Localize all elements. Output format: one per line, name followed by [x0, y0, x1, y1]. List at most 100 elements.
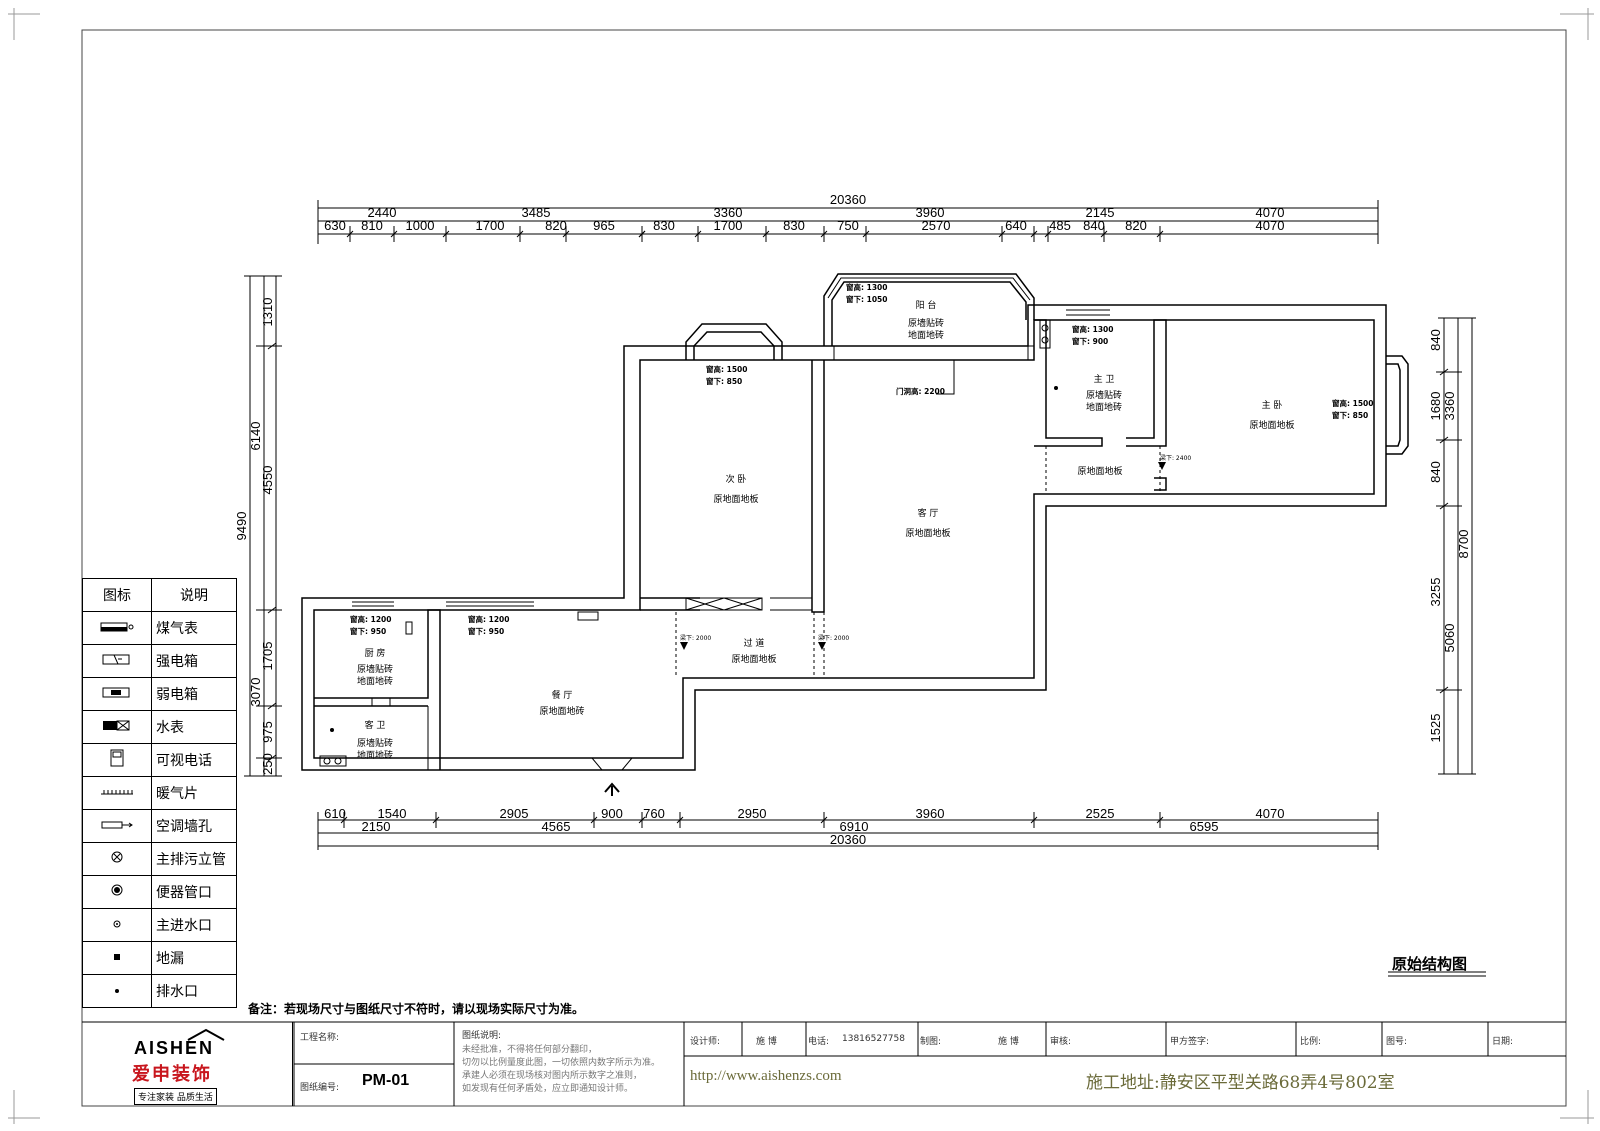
- dim-bottom-mid: 6910: [840, 819, 869, 834]
- designer: 施 博: [756, 1037, 777, 1047]
- dim-tick: [267, 754, 277, 762]
- legend-label: 强电箱: [151, 644, 237, 678]
- logo-roof-icon: [187, 1028, 225, 1041]
- room-labels: 阳 台 原墙贴砖 地面地砖 次 卧 原地面地板 客 厅 原地面地板 主 卫 原墙…: [357, 299, 1295, 761]
- window-sill: 窗下: 950: [468, 626, 504, 636]
- dim-top-fine: 965: [593, 218, 615, 233]
- room-name: 厨 房: [365, 647, 386, 659]
- beam-note: 梁下: 2000: [818, 634, 849, 642]
- drawing-notes-line: 承建人必须在现场核对图内所示数字之准则，: [462, 1071, 643, 1081]
- dim-tick: [267, 342, 277, 350]
- kitchen-fixture: [405, 621, 413, 635]
- dim-tick: [1439, 368, 1449, 376]
- designer-label: 设计师:: [690, 1037, 721, 1047]
- drawing-no: PM-01: [362, 1072, 410, 1089]
- drawing-notes-line: 切勿以比例量度此图，一切依照内数字所示为准。: [462, 1058, 661, 1068]
- dim-tick: [516, 230, 524, 238]
- legend-label: 排水口: [151, 974, 237, 1008]
- dim-tick: [820, 230, 828, 238]
- dim-top-fine: 840: [1083, 218, 1105, 233]
- bedroom-bay-outer: [685, 323, 783, 360]
- titleblock-grid: [82, 1021, 1566, 1106]
- room-name: 阳 台: [916, 299, 937, 311]
- dimension-texts: 20360 2440 3485 3360 3960 2145 4070 630 …: [324, 192, 1284, 847]
- sheet-border: [81, 29, 1567, 1107]
- room-wall: 原墙贴砖: [908, 317, 944, 329]
- dim-tick: [590, 816, 598, 824]
- dim-top-mid: 2145: [1086, 205, 1115, 220]
- dim-top-fine: 630: [324, 218, 346, 233]
- room-name: 客 卫: [365, 719, 386, 731]
- wall-bedroom-living: [811, 360, 825, 613]
- legend-label: 主排污立管: [151, 842, 237, 876]
- dim-tick: [1156, 230, 1164, 238]
- brand-name-en: AISHEN: [134, 1038, 215, 1058]
- guest-bath-fixture: [319, 755, 347, 767]
- toilet-pipe-icon: [82, 875, 152, 909]
- window-sill: 窗下: 1050: [846, 294, 887, 304]
- fixtures: [319, 319, 1051, 767]
- main-sewage-pipe-icon: [82, 842, 152, 876]
- site-address: 施工地址:静安区平型关路68弄4号802室: [1086, 1073, 1395, 1093]
- dim-tick: [1439, 686, 1449, 694]
- weak-electric-box-icon: [82, 677, 152, 711]
- dim-top-fine: 485: [1049, 218, 1071, 233]
- dim-bottom-fine: 760: [643, 806, 665, 821]
- dim-bottom-mid: 2150: [362, 819, 391, 834]
- window-sill: 窗下: 900: [1072, 336, 1108, 346]
- dining-window: [446, 597, 534, 607]
- legend-label: 可视电话: [151, 743, 237, 777]
- room-name: 主 卧: [1262, 399, 1283, 411]
- dim-bottom-fine: 4070: [1256, 806, 1285, 821]
- reviewer-label: 审核:: [1050, 1037, 1072, 1047]
- dim-tick: [267, 606, 277, 614]
- dim-top-fine: 820: [1125, 218, 1147, 233]
- phone: 13816527758: [842, 1034, 905, 1044]
- room-name: 客 厅: [918, 507, 939, 519]
- drafter-label: 制图:: [920, 1037, 942, 1047]
- dim-left-total: 9490: [234, 512, 249, 541]
- legend-header-symbol: 图标: [82, 578, 152, 612]
- dim-right-mid: 5060: [1442, 624, 1457, 653]
- legend-label: 弱电箱: [151, 677, 237, 711]
- dim-tick: [694, 230, 702, 238]
- dim-left-fine: 250: [260, 753, 275, 775]
- legend-label: 主进水口: [151, 908, 237, 942]
- sheet-no-label: 图号:: [1386, 1037, 1408, 1047]
- dim-top-mid: 3960: [916, 205, 945, 220]
- entry-door: [588, 757, 636, 771]
- window-height: 窗高: 1300: [846, 282, 887, 292]
- dim-tick: [346, 230, 354, 238]
- phone-label: 电话:: [808, 1037, 830, 1047]
- dim-top-mid: 4070: [1256, 205, 1285, 220]
- gas-meter-icon: [82, 611, 152, 645]
- dim-top-fine: 2570: [922, 218, 951, 233]
- dim-left-fine: 1705: [260, 642, 275, 671]
- dim-tick: [1156, 816, 1164, 824]
- main-water-inlet-icon: [82, 908, 152, 942]
- sheet-title-underline: [1388, 971, 1486, 977]
- dim-tick: [390, 230, 398, 238]
- dim-tick: [638, 816, 646, 824]
- dim-top-fine: 4070: [1256, 218, 1285, 233]
- room-name: 过 道: [744, 637, 765, 649]
- legend-table: 图标 说明 煤气表 强电箱 弱电箱 水表 可视电话 暖气片 空调墙孔 主排污立管…: [82, 578, 237, 1008]
- window-sill: 窗下: 850: [1332, 410, 1368, 420]
- outer-wall-outline: [301, 304, 1387, 771]
- legend-header-desc: 说明: [151, 578, 237, 612]
- window-sill: 窗下: 850: [706, 376, 742, 386]
- company-logo: AISHEN 爱申装饰 专注家装 品质生活: [82, 1022, 293, 1106]
- floor-drain-icon: [330, 728, 334, 732]
- dim-top-fine: 830: [783, 218, 805, 233]
- room-floor: 原地面地板: [905, 527, 950, 539]
- beam-note: 梁下: 2000: [680, 634, 711, 642]
- dim-tick: [442, 230, 450, 238]
- dim-left-mid: 3070: [248, 678, 263, 707]
- dim-left-fine: 1310: [260, 298, 275, 327]
- drawing-notes-line: 未经批准，不得将任何部分翻印，: [462, 1045, 598, 1055]
- dim-bottom-fine: 2905: [500, 806, 529, 821]
- drawing-notes-line: 如发现有任何矛盾处，应立即通知设计师。: [462, 1084, 634, 1094]
- legend-label: 暖气片: [151, 776, 237, 810]
- drawing-notes-label: 图纸说明:: [462, 1031, 502, 1041]
- room-floor: 原地面地砖: [539, 705, 584, 717]
